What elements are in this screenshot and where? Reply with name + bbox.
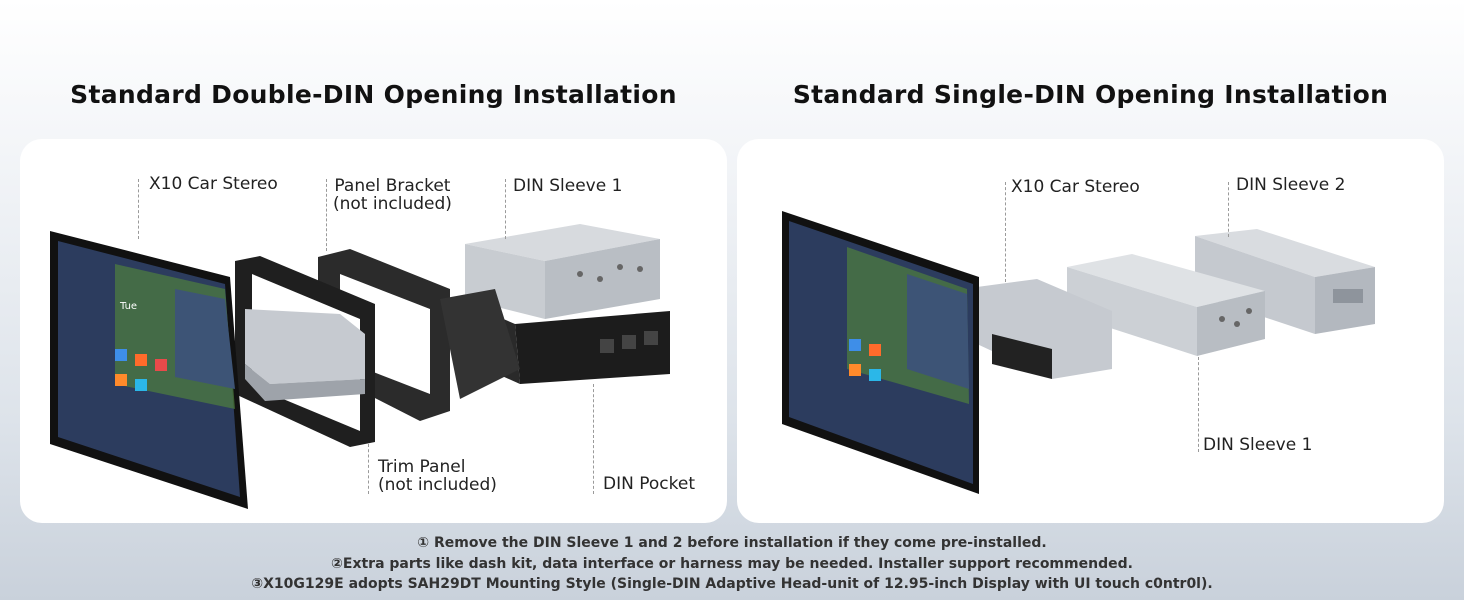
single-din-illustration (782, 211, 1375, 494)
stereo-leader (138, 179, 139, 239)
stereo-screen-right (782, 211, 979, 494)
double-din-illustration: Tue (50, 224, 670, 509)
stereo-label: X10 Car Stereo (149, 174, 278, 194)
sleeve1-leader (505, 179, 506, 239)
din-sleeve-2 (1195, 229, 1375, 334)
sleeve2-leader (1228, 182, 1229, 237)
note-3: ③X10G129E adopts SAH29DT Mounting Style … (251, 576, 1213, 592)
bracket-label-line1: Panel Bracket (334, 176, 451, 196)
sleeve2-label: DIN Sleeve 2 (1236, 175, 1346, 195)
trim-label-line1: Trim Panel (378, 457, 466, 477)
pocket-label: DIN Pocket (603, 474, 695, 494)
note-1: ① Remove the DIN Sleeve 1 and 2 before i… (417, 535, 1047, 551)
sleeve1-leader-right (1198, 357, 1199, 452)
single-din-panel: X10 Car Stereo DIN Sleeve 2 DIN Sleeve 1 (737, 139, 1444, 523)
trim-label-line2: (not included) (378, 475, 497, 495)
bracket-label-line2: (not included) (333, 194, 452, 214)
trim-leader (368, 444, 369, 494)
bracket-label: Panel Bracket (not included) (333, 177, 452, 213)
din-sleeve-1-right (1067, 254, 1265, 356)
stereo-leader-right (1005, 182, 1006, 282)
double-din-panel: Tue X10 Car Stereo Panel Bracket (not in… (20, 139, 727, 523)
stereo-chassis (245, 309, 365, 401)
single-din-title: Standard Single-DIN Opening Installation (792, 80, 1389, 109)
sleeve1-label-right: DIN Sleeve 1 (1203, 435, 1313, 455)
stereo-label-right: X10 Car Stereo (1011, 177, 1140, 197)
pocket-leader (593, 384, 594, 494)
bracket-leader (326, 179, 327, 251)
sleeve1-label: DIN Sleeve 1 (513, 176, 623, 196)
installation-notes: ① Remove the DIN Sleeve 1 and 2 before i… (0, 533, 1464, 595)
double-din-title: Standard Double-DIN Opening Installation (70, 80, 677, 109)
trim-label: Trim Panel (not included) (378, 458, 497, 494)
note-2: ②Extra parts like dash kit, data interfa… (331, 555, 1133, 572)
stereo-screen (50, 231, 248, 509)
stereo-chassis-right (977, 279, 1112, 379)
screen-day: Tue (119, 301, 137, 312)
